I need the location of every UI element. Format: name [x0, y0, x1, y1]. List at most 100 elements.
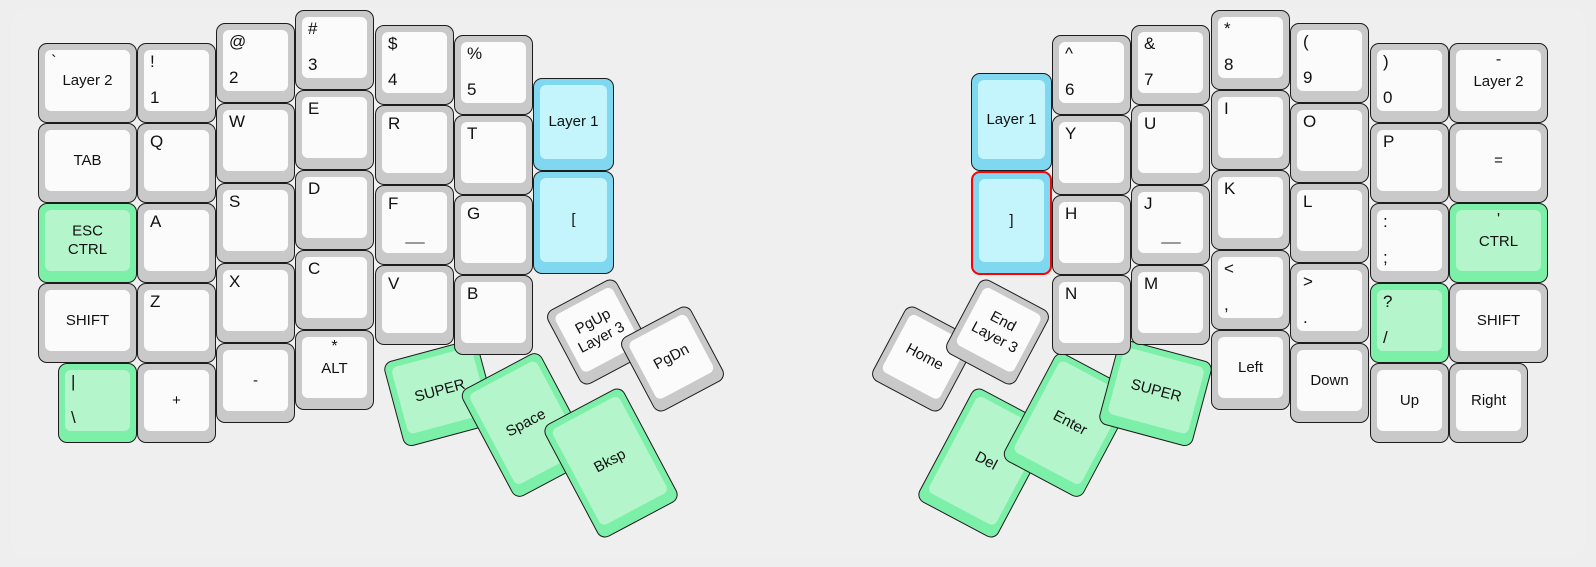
key-l-c5-r0[interactable]: %5: [454, 35, 533, 115]
key-l-c0-r4[interactable]: |\: [58, 363, 137, 443]
key-legend-bottom: ,: [1224, 295, 1229, 315]
key-l-c3-r2[interactable]: D: [295, 170, 374, 250]
key-l-c1-r0[interactable]: !1: [137, 43, 216, 123]
key-legend-center: ESC: [72, 222, 103, 240]
key-r-c2-r1[interactable]: U: [1131, 105, 1210, 185]
key-l-c3-r3[interactable]: C: [295, 250, 374, 330]
keycap-surface: ^6: [1059, 42, 1124, 103]
key-l-c4-r0[interactable]: $4: [375, 25, 454, 105]
key-l-c5-r1[interactable]: T: [454, 115, 533, 195]
key-r-c6-r0[interactable]: -Layer 2: [1449, 43, 1548, 123]
key-r-c1-r1[interactable]: Y: [1052, 115, 1131, 195]
key-l-c3-r4[interactable]: *ALT: [295, 330, 374, 410]
keycap-surface: =: [1456, 130, 1541, 191]
key-r-c2-r2[interactable]: J: [1131, 185, 1210, 265]
keycap-surface: -Layer 2: [1456, 50, 1541, 111]
key-legend-top: <: [1224, 259, 1234, 278]
key-legend-top: W: [229, 112, 246, 131]
key-r-c4-r1[interactable]: O: [1290, 103, 1369, 183]
key-l-c1-r3[interactable]: Z: [137, 283, 216, 363]
key-legend-center: Layer 1: [986, 110, 1037, 128]
key-r-c3-r2[interactable]: K: [1211, 170, 1290, 250]
key-r-c4-r2[interactable]: L: [1290, 183, 1369, 263]
key-r-c1-r3[interactable]: N: [1052, 275, 1131, 355]
key-legend-bottom: 0: [1383, 88, 1393, 108]
key-r-c0-r0[interactable]: Layer 1: [971, 73, 1052, 171]
key-l-c6-r0[interactable]: Layer 1: [533, 78, 614, 171]
key-legend-top: I: [1224, 99, 1229, 118]
keycap-surface: %5: [461, 42, 526, 103]
key-l-c4-r2[interactable]: F: [375, 185, 454, 265]
key-l-c0-r0[interactable]: `Layer 2: [38, 43, 137, 123]
key-legend-center: SUPER: [1129, 375, 1184, 406]
key-l-c0-r3[interactable]: SHIFT: [38, 283, 137, 363]
key-legend-top: J: [1144, 194, 1153, 213]
key-legend-top: G: [467, 204, 481, 223]
key-l-c2-r4[interactable]: -: [216, 343, 295, 423]
key-legend-top: V: [388, 274, 400, 293]
key-legend-center: TAB: [73, 151, 102, 169]
key-l-c5-r2[interactable]: G: [454, 195, 533, 275]
key-r-c2-r0[interactable]: &7: [1131, 25, 1210, 105]
key-r-c4-r4[interactable]: Down: [1290, 343, 1369, 423]
key-r-c3-r1[interactable]: I: [1211, 90, 1290, 170]
key-l-c5-r3[interactable]: B: [454, 275, 533, 355]
key-r-c6-r3[interactable]: SHIFT: [1449, 283, 1548, 363]
key-r-c3-r4[interactable]: Left: [1211, 330, 1290, 410]
key-r-c5-r0[interactable]: )0: [1370, 43, 1449, 123]
key-l-c0-r1[interactable]: TAB: [38, 123, 137, 203]
key-legend-top: Q: [150, 132, 164, 151]
key-r-c6-r4[interactable]: Right: [1449, 363, 1528, 443]
keycap-surface: #3: [302, 17, 367, 78]
key-r-c0-r1[interactable]: ]: [971, 171, 1052, 275]
key-r-c2-r3[interactable]: M: [1131, 265, 1210, 345]
keycap-surface: G: [461, 202, 526, 263]
key-l-c3-r0[interactable]: #3: [295, 10, 374, 90]
key-r-c5-r2[interactable]: :;: [1370, 203, 1449, 283]
keycap-surface: M: [1138, 272, 1203, 333]
key-r-c5-r4[interactable]: Up: [1370, 363, 1449, 443]
key-legend-bottom: 7: [1144, 70, 1154, 90]
key-legend-center: Layer 1: [548, 113, 599, 131]
keycap-surface: SHIFT: [45, 290, 130, 351]
key-legend-bottom: 4: [388, 70, 398, 90]
key-r-c5-r1[interactable]: P: [1370, 123, 1449, 203]
key-r-c4-r3[interactable]: >.: [1290, 263, 1369, 343]
key-r-c3-r0[interactable]: *8: [1211, 10, 1290, 90]
key-l-c2-r2[interactable]: S: [216, 183, 295, 263]
key-r-c1-r0[interactable]: ^6: [1052, 35, 1131, 115]
keycap-surface: V: [382, 272, 447, 333]
key-legend-top: O: [1303, 112, 1317, 131]
key-legend-bottom: 6: [1065, 80, 1075, 100]
key-r-c6-r1[interactable]: =: [1449, 123, 1548, 203]
key-legend-center: Down: [1310, 371, 1349, 389]
keycap-surface: :;: [1377, 210, 1442, 271]
key-r-c1-r2[interactable]: H: [1052, 195, 1131, 275]
key-legend-top: |: [71, 372, 76, 391]
key-l-c4-r1[interactable]: R: [375, 105, 454, 185]
key-l-c2-r3[interactable]: X: [216, 263, 295, 343]
keycap-surface: Z: [144, 290, 209, 351]
key-l-c4-r3[interactable]: V: [375, 265, 454, 345]
key-r-c5-r3[interactable]: ?/: [1370, 283, 1449, 363]
key-l-c2-r1[interactable]: W: [216, 103, 295, 183]
key-legend-bottom: 8: [1224, 55, 1234, 75]
key-legend-topc: ': [1496, 211, 1501, 228]
key-r-c4-r0[interactable]: (9: [1290, 23, 1369, 103]
key-legend-top: (: [1303, 32, 1309, 51]
key-legend-center: Up: [1399, 391, 1420, 409]
key-l-c1-r4[interactable]: +: [137, 363, 216, 443]
key-l-c2-r0[interactable]: @2: [216, 23, 295, 103]
key-r-c6-r2[interactable]: 'CTRL: [1449, 203, 1548, 283]
key-legend-top: X: [229, 272, 241, 291]
key-legend-top: @: [229, 32, 247, 51]
key-legend-top: H: [1065, 204, 1078, 223]
key-l-c3-r1[interactable]: E: [295, 90, 374, 170]
key-l-c6-r1[interactable]: [: [533, 171, 614, 274]
key-l-c1-r2[interactable]: A: [137, 203, 216, 283]
key-r-c3-r3[interactable]: <,: [1211, 250, 1290, 330]
keycap-surface: Y: [1059, 122, 1124, 183]
key-legend-center: SHIFT: [65, 311, 110, 329]
key-l-c1-r1[interactable]: Q: [137, 123, 216, 203]
